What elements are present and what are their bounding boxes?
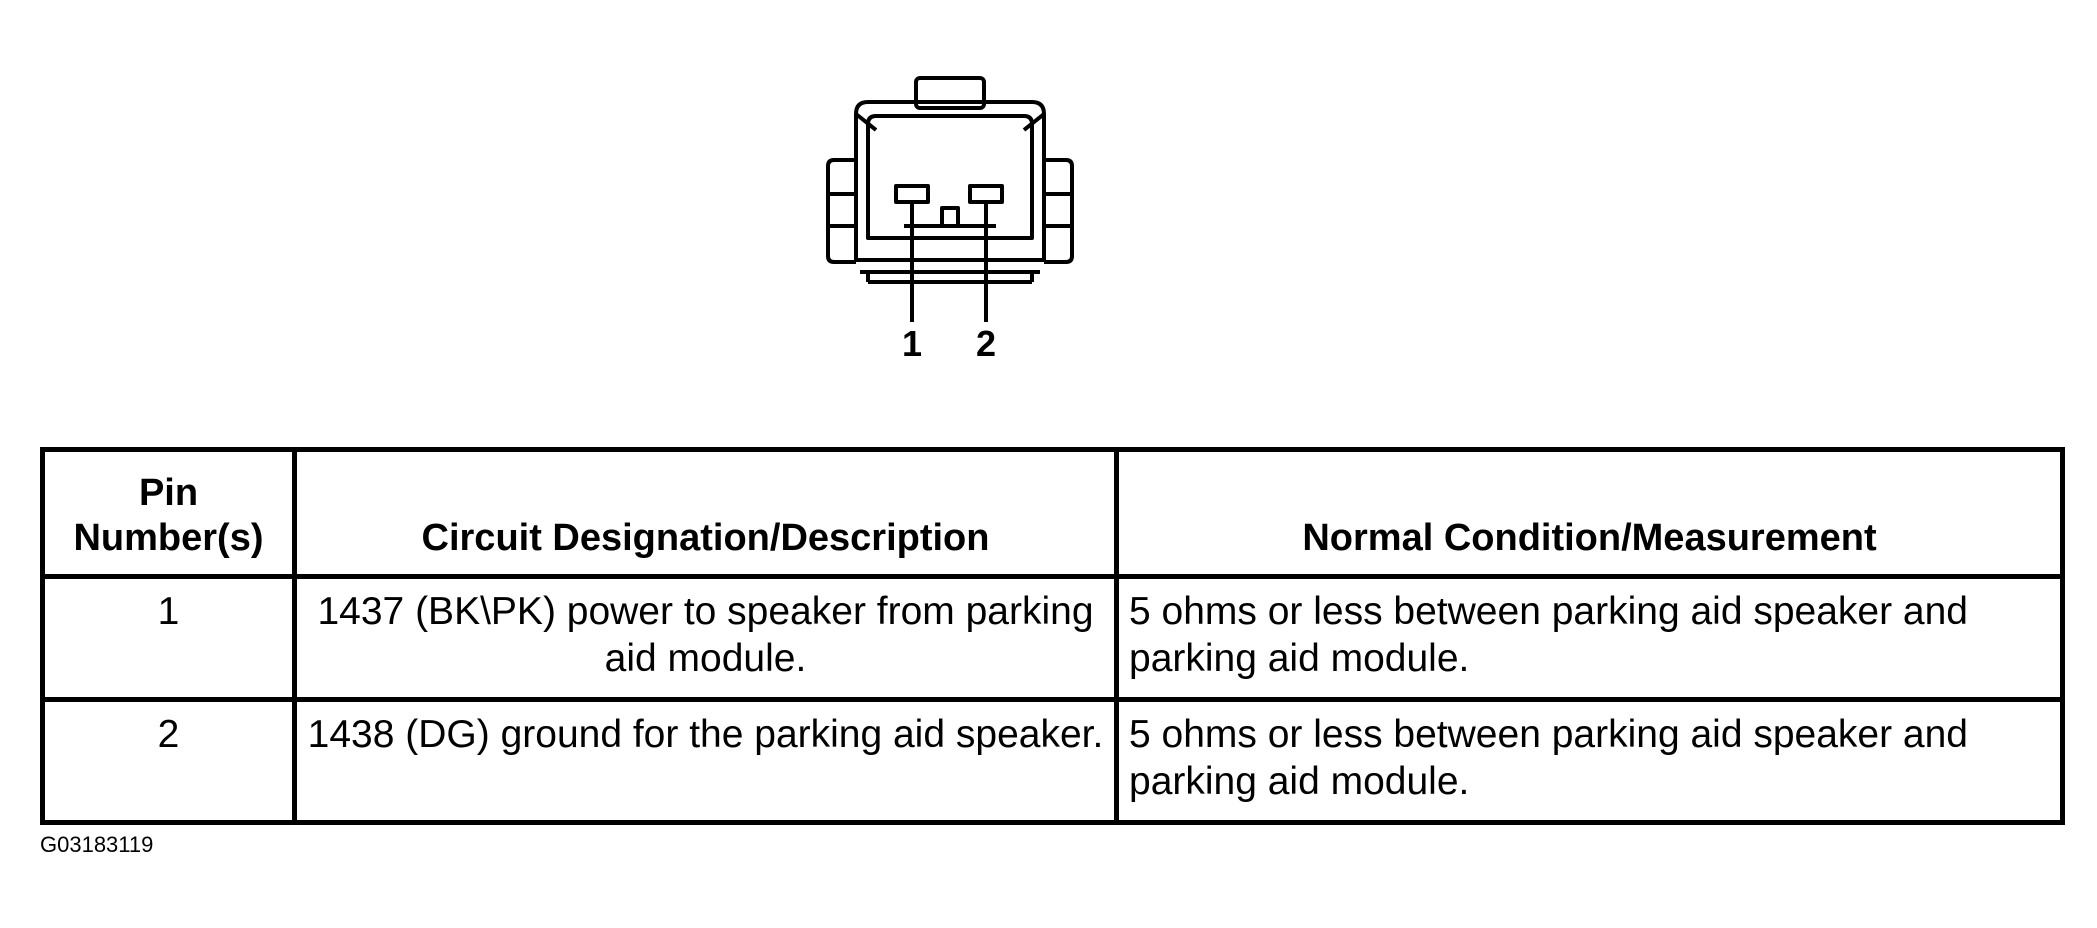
cell-condition: 5 ohms or less between parking aid speak… xyxy=(1114,574,2065,702)
pin-table: Pin Number(s) Circuit Designation/Descri… xyxy=(40,447,2065,825)
figure-id: G03183119 xyxy=(40,832,154,857)
cell-pin: 2 xyxy=(40,697,297,825)
cell-pin: 1 xyxy=(40,574,297,702)
pin-label-1: 1 xyxy=(902,323,922,364)
pin-terminal-1 xyxy=(894,184,930,204)
header-pin-line1: Pin xyxy=(138,471,199,514)
table-row: 2 1438 (DG) ground for the parking aid s… xyxy=(40,697,2065,825)
cell-condition: 5 ohms or less between parking aid speak… xyxy=(1114,697,2065,825)
header-pin-line2: Number(s) xyxy=(73,517,264,560)
header-pin-number: Pin Number(s) xyxy=(40,447,297,579)
pin-label-2: 2 xyxy=(976,323,996,364)
header-condition: Normal Condition/Measurement xyxy=(1114,447,2065,579)
header-circuit: Circuit Designation/Description xyxy=(292,447,1119,579)
table-header-row: Pin Number(s) Circuit Designation/Descri… xyxy=(40,447,2065,579)
connector-key xyxy=(940,206,960,228)
connector-diagram: 1 2 xyxy=(826,76,1074,364)
connector-ear-left xyxy=(826,158,856,264)
table-row: 1 1437 (BK\PK) power to speaker from par… xyxy=(40,574,2065,702)
cell-circuit: 1437 (BK\PK) power to speaker from parki… xyxy=(292,574,1119,702)
connector-face xyxy=(866,114,1034,240)
pin-terminal-2 xyxy=(968,184,1004,204)
connector-ear-right xyxy=(1044,158,1074,264)
connector-latch xyxy=(914,76,986,110)
cell-circuit: 1438 (DG) ground for the parking aid spe… xyxy=(292,697,1119,825)
